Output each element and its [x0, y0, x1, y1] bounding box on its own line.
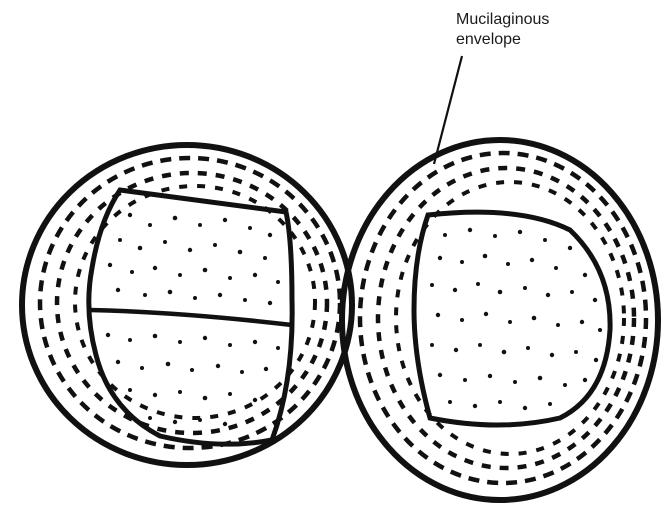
right-granules — [430, 228, 602, 410]
right-envelope-ring-1 — [360, 153, 646, 483]
left-cell — [22, 145, 352, 465]
left-cell-outer-wall — [22, 145, 352, 465]
left-envelope-ring-3 — [75, 186, 315, 418]
right-cell — [342, 140, 658, 500]
left-division-wall — [90, 310, 292, 325]
right-protoplast — [414, 212, 610, 425]
